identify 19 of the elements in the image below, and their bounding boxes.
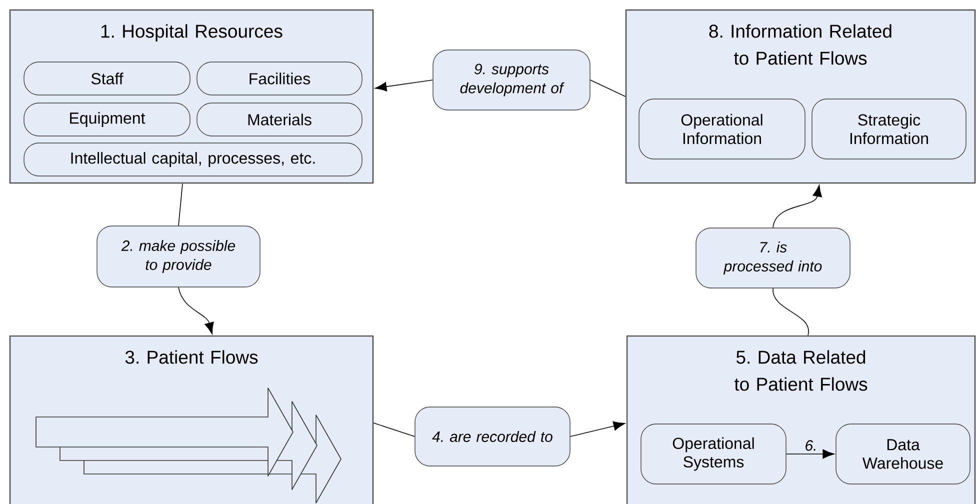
arrow <box>374 80 434 92</box>
arrow <box>178 286 214 334</box>
item-pill: Materials <box>196 102 362 136</box>
item-pill: Operational Information <box>638 98 806 160</box>
label-pill: 4. are recorded to <box>414 406 570 466</box>
label-pill: 9. supports development of <box>432 50 590 110</box>
item-pill: Operational Systems <box>640 424 786 484</box>
arrow <box>570 421 626 437</box>
item-pill: Equipment <box>24 102 190 136</box>
arrow <box>772 184 822 228</box>
label-pill: 7. is processed into <box>696 228 850 288</box>
item-pill: Facilities <box>196 62 362 96</box>
arrow <box>786 449 834 459</box>
item-pill: Staff <box>24 62 190 96</box>
item-pill: Strategic Information <box>812 98 966 160</box>
edge-label: 6. <box>806 440 816 451</box>
item-pill: Intellectual capital, processes, etc. <box>24 142 362 176</box>
item-pill: Data Warehouse <box>836 424 970 484</box>
label-pill: 2. make possible to provide <box>96 226 260 288</box>
